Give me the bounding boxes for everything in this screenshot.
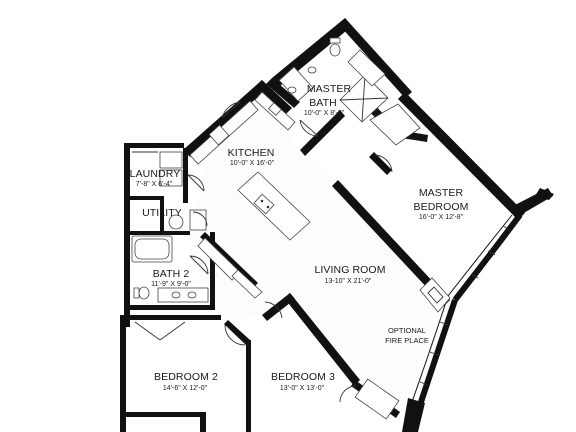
room-label-bedroom2: BEDROOM 2 14'-6" X 12'-0" (154, 371, 218, 392)
room-label-living-room: LIVING ROOM 13-10" X 21'-0" (314, 264, 385, 285)
bay-windows (419, 225, 511, 386)
kitchen-fixtures (189, 91, 311, 299)
laundry-name: LAUNDRY (130, 168, 181, 180)
doors (134, 101, 400, 420)
note-fireplace: OPTIONAL FIRE PLACE (385, 326, 429, 345)
room-label-bath2: BATH 2 11'-9" X 9'-0" (151, 268, 191, 288)
master-bedroom-name-line2: BEDROOM (414, 201, 469, 213)
living-floor (192, 98, 455, 410)
master-bath-name-line2: BATH (309, 97, 337, 109)
kitchen-dims: 10'-0" X 16'-0" (230, 160, 275, 167)
room-label-master-bedroom: MASTER BEDROOM 16'-0" X 12'-8" (414, 187, 469, 221)
master-bath-dims: 10'-0" X 8'-6" (304, 110, 345, 117)
master-bedroom-name-line1: MASTER (419, 187, 464, 199)
master-bath-name-line1: MASTER (307, 83, 352, 95)
master-sink-icon (287, 86, 297, 94)
laundry-dims: 7'-8" X 6'-4" (136, 181, 173, 188)
living-room-dims: 13-10" X 21'-0" (325, 278, 372, 285)
kitchen-sink-icon (253, 193, 275, 215)
bath2-fixtures (131, 235, 209, 303)
bedroom3-dims: 13'-0" X 13'-0" (280, 385, 325, 392)
master-bedroom-dims: 16'-0" X 12'-8" (419, 214, 464, 221)
master-bath-fixtures (278, 37, 421, 146)
kitchen-island (237, 171, 311, 241)
kitchen-name: KITCHEN (228, 147, 275, 159)
fireplace-note-line1: OPTIONAL (388, 326, 426, 335)
room-label-kitchen: KITCHEN 10'-0" X 16'-0" (228, 147, 275, 167)
bedroom2-dims: 14'-6" X 12'-0" (163, 385, 208, 392)
bath2-dims: 11'-9" X 9'-0" (151, 281, 191, 288)
master-toilet-icon (329, 43, 341, 57)
room-label-bedroom3: BEDROOM 3 13'-0" X 13'-0" (271, 371, 335, 392)
utility-name: UTILITY (142, 207, 182, 219)
bedroom2-name: BEDROOM 2 (154, 371, 218, 383)
walls (120, 18, 554, 432)
bedroom3-name: BEDROOM 3 (271, 371, 335, 383)
living-room-name: LIVING ROOM (314, 264, 385, 276)
bath2-name: BATH 2 (153, 268, 190, 280)
fireplace-note-line2: FIRE PLACE (385, 336, 429, 345)
room-label-laundry: LAUNDRY 7'-8" X 6'-4" (130, 168, 181, 188)
laundry-fixtures (132, 151, 183, 187)
room-label-master-bath: MASTER BATH 10'-0" X 8'-6" (304, 83, 352, 117)
fireplace (419, 277, 451, 313)
bath2-toilet-icon (138, 286, 150, 300)
room-label-utility: UTILITY (142, 207, 182, 219)
